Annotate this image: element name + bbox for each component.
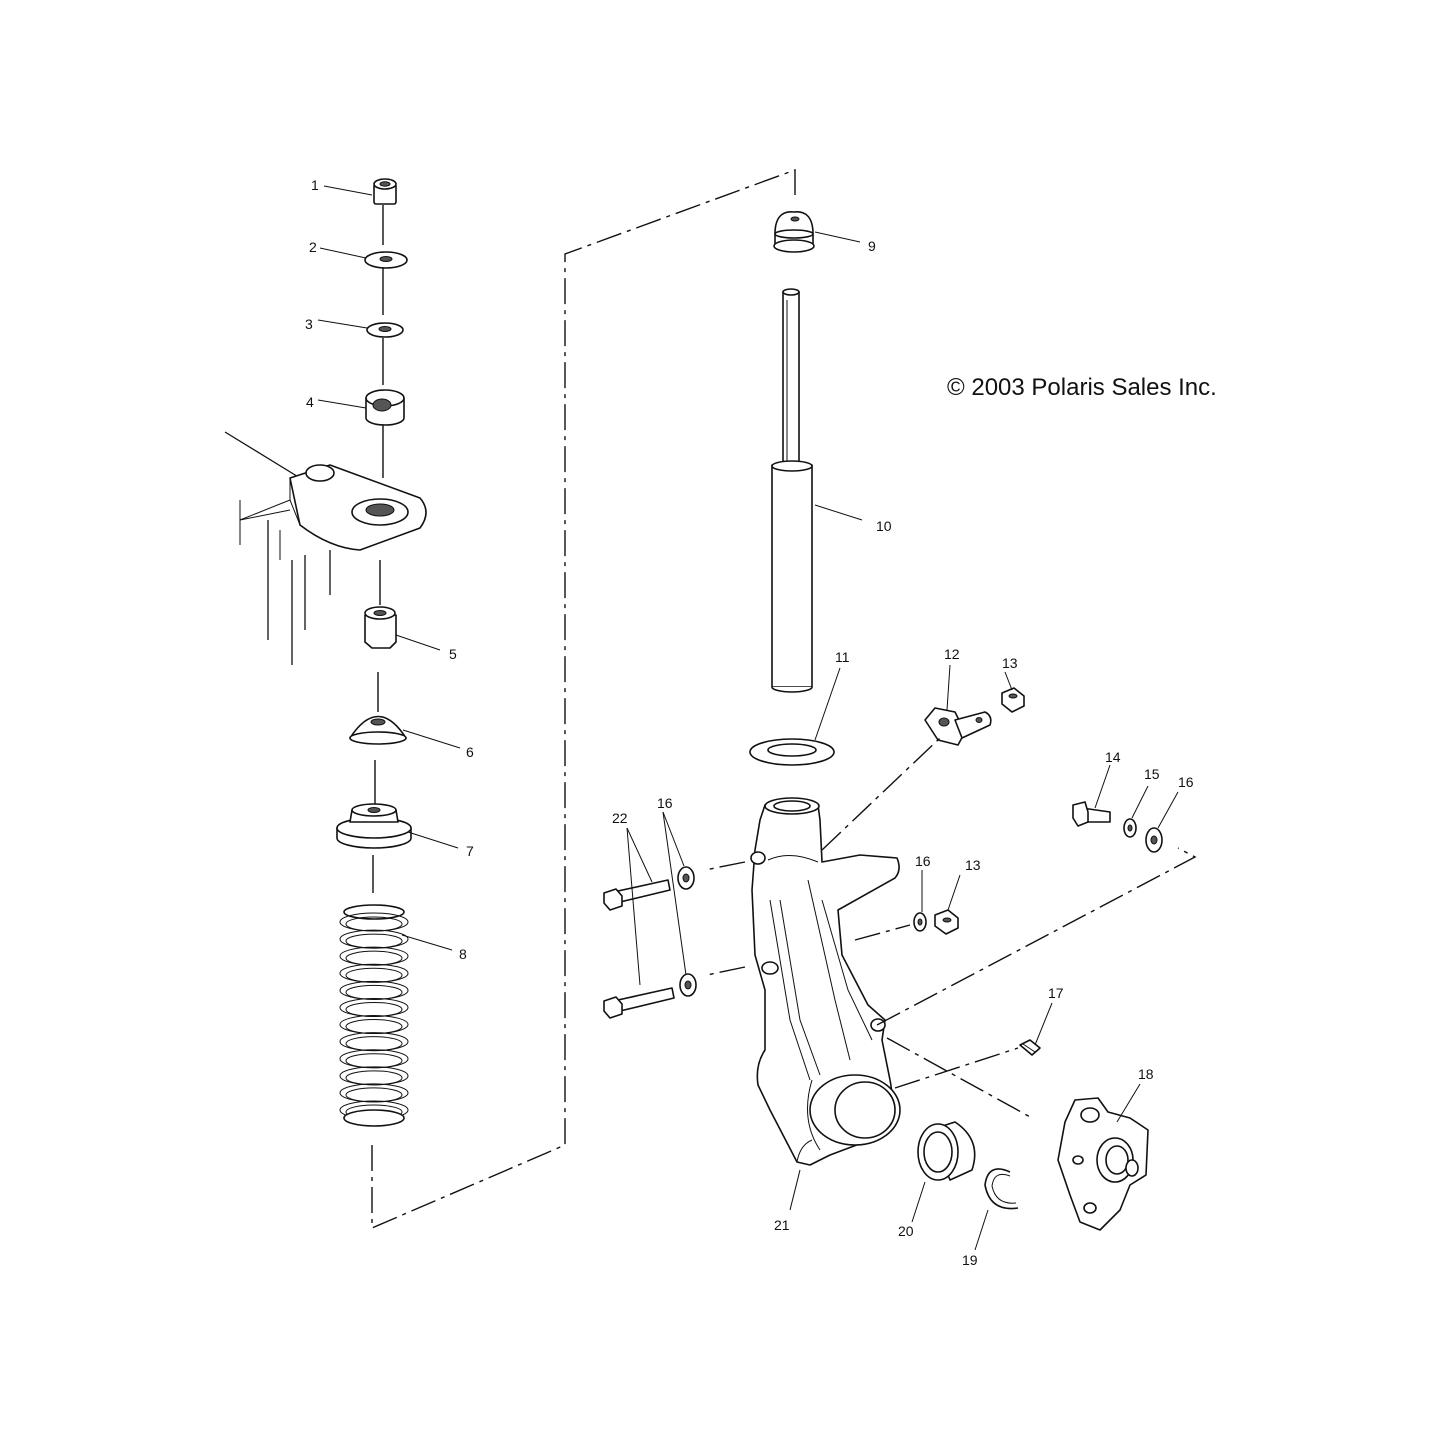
callout-1: 1 bbox=[311, 177, 319, 193]
spring-coil-inner bbox=[345, 1019, 403, 1035]
spring-coil-inner bbox=[345, 916, 403, 932]
part-13-nut-mid bbox=[934, 909, 959, 935]
assembly-outline-left bbox=[371, 168, 796, 1230]
spring-coil bbox=[339, 980, 409, 1000]
callout-6: 6 bbox=[466, 744, 474, 760]
callout-14: 14 bbox=[1105, 749, 1121, 765]
spring-coil-inner bbox=[345, 984, 403, 1000]
part-18-brake-caliper bbox=[1057, 1097, 1149, 1231]
part-16-washer-mid bbox=[913, 912, 927, 932]
spring-coil-inner bbox=[345, 1001, 403, 1017]
callout-17: 17 bbox=[1048, 985, 1064, 1001]
callout-13-upper: 13 bbox=[1002, 655, 1018, 671]
callout-16-right: 16 bbox=[1178, 774, 1194, 790]
callout-15: 15 bbox=[1144, 766, 1160, 782]
part-4-bushing bbox=[365, 389, 405, 426]
frame-mount-bracket bbox=[224, 431, 427, 665]
spring-coil bbox=[339, 1066, 409, 1086]
callout-20: 20 bbox=[898, 1223, 914, 1239]
spring-coil bbox=[339, 1015, 409, 1035]
part-22-bolt-lower bbox=[603, 987, 675, 1019]
callout-16-mid: 16 bbox=[915, 853, 931, 869]
spring-coil bbox=[339, 929, 409, 949]
callout-11: 11 bbox=[835, 649, 850, 665]
callout-19: 19 bbox=[962, 1252, 978, 1268]
spring-coil-inner bbox=[345, 1070, 403, 1086]
callout-16-left: 16 bbox=[657, 795, 673, 811]
part-1-lock-nut bbox=[373, 178, 397, 205]
part-10-shock-absorber bbox=[771, 288, 813, 693]
part-22-bolt-upper bbox=[603, 879, 671, 911]
callout-9: 9 bbox=[868, 238, 876, 254]
part-12-clip bbox=[924, 707, 992, 746]
callout-5: 5 bbox=[449, 646, 457, 662]
spring-coil-inner bbox=[345, 1053, 403, 1069]
copyright-notice: © 2003 Polaris Sales Inc. bbox=[947, 374, 1217, 401]
spring-coil bbox=[339, 1032, 409, 1052]
spring-coil-inner bbox=[345, 967, 403, 983]
part-15-lock-washer bbox=[1123, 818, 1137, 838]
part-6-dome-cup bbox=[349, 715, 407, 745]
part-21-steering-knuckle bbox=[750, 797, 901, 1166]
spring-coil-inner bbox=[345, 1036, 403, 1052]
callout-2: 2 bbox=[309, 239, 317, 255]
part-16-washer-right bbox=[1145, 827, 1163, 853]
left-axis-lines bbox=[372, 205, 384, 893]
part-2-washer bbox=[364, 251, 408, 269]
part-13-nut-upper bbox=[1001, 687, 1025, 713]
spring-coil bbox=[339, 1083, 409, 1103]
spring-coil bbox=[339, 997, 409, 1017]
part-19-snap-ring bbox=[984, 1168, 1019, 1210]
part-16-washer-upper-left bbox=[677, 866, 695, 890]
spring-coil-inner bbox=[345, 1087, 403, 1103]
part-14-bolt bbox=[1072, 801, 1111, 827]
alignment-lines-right bbox=[704, 737, 1197, 1119]
callout-3: 3 bbox=[305, 316, 313, 332]
spring-coil bbox=[339, 946, 409, 966]
part-5-spacer bbox=[364, 606, 397, 649]
part-20-bearing bbox=[917, 1121, 976, 1181]
part-11-shim-washer bbox=[749, 738, 835, 766]
leader-lines bbox=[317, 185, 1179, 1251]
callout-13-mid: 13 bbox=[965, 857, 981, 873]
callout-22: 22 bbox=[612, 810, 628, 826]
spring-coil bbox=[339, 963, 409, 983]
callout-12: 12 bbox=[944, 646, 960, 662]
callout-7: 7 bbox=[466, 843, 474, 859]
spring-coil-inner bbox=[345, 950, 403, 966]
part-3-washer bbox=[366, 322, 404, 338]
callout-10: 10 bbox=[876, 518, 892, 534]
spring-coil bbox=[339, 1049, 409, 1069]
spring-coil-inner bbox=[345, 933, 403, 949]
callout-21: 21 bbox=[774, 1217, 790, 1233]
part-7-spring-seat bbox=[336, 803, 412, 849]
callout-labels: 1 2 3 4 5 6 7 8 9 10 11 12 13 14 15 16 1… bbox=[305, 177, 1194, 1268]
callout-4: 4 bbox=[306, 394, 314, 410]
callout-18: 18 bbox=[1138, 1066, 1154, 1082]
part-17-bleeder-screw bbox=[1019, 1039, 1041, 1056]
part-16-washer-lower-left bbox=[679, 973, 697, 997]
part-9-bump-stop bbox=[773, 211, 815, 253]
part-8-coil-spring bbox=[339, 904, 409, 1127]
callout-8: 8 bbox=[459, 946, 467, 962]
